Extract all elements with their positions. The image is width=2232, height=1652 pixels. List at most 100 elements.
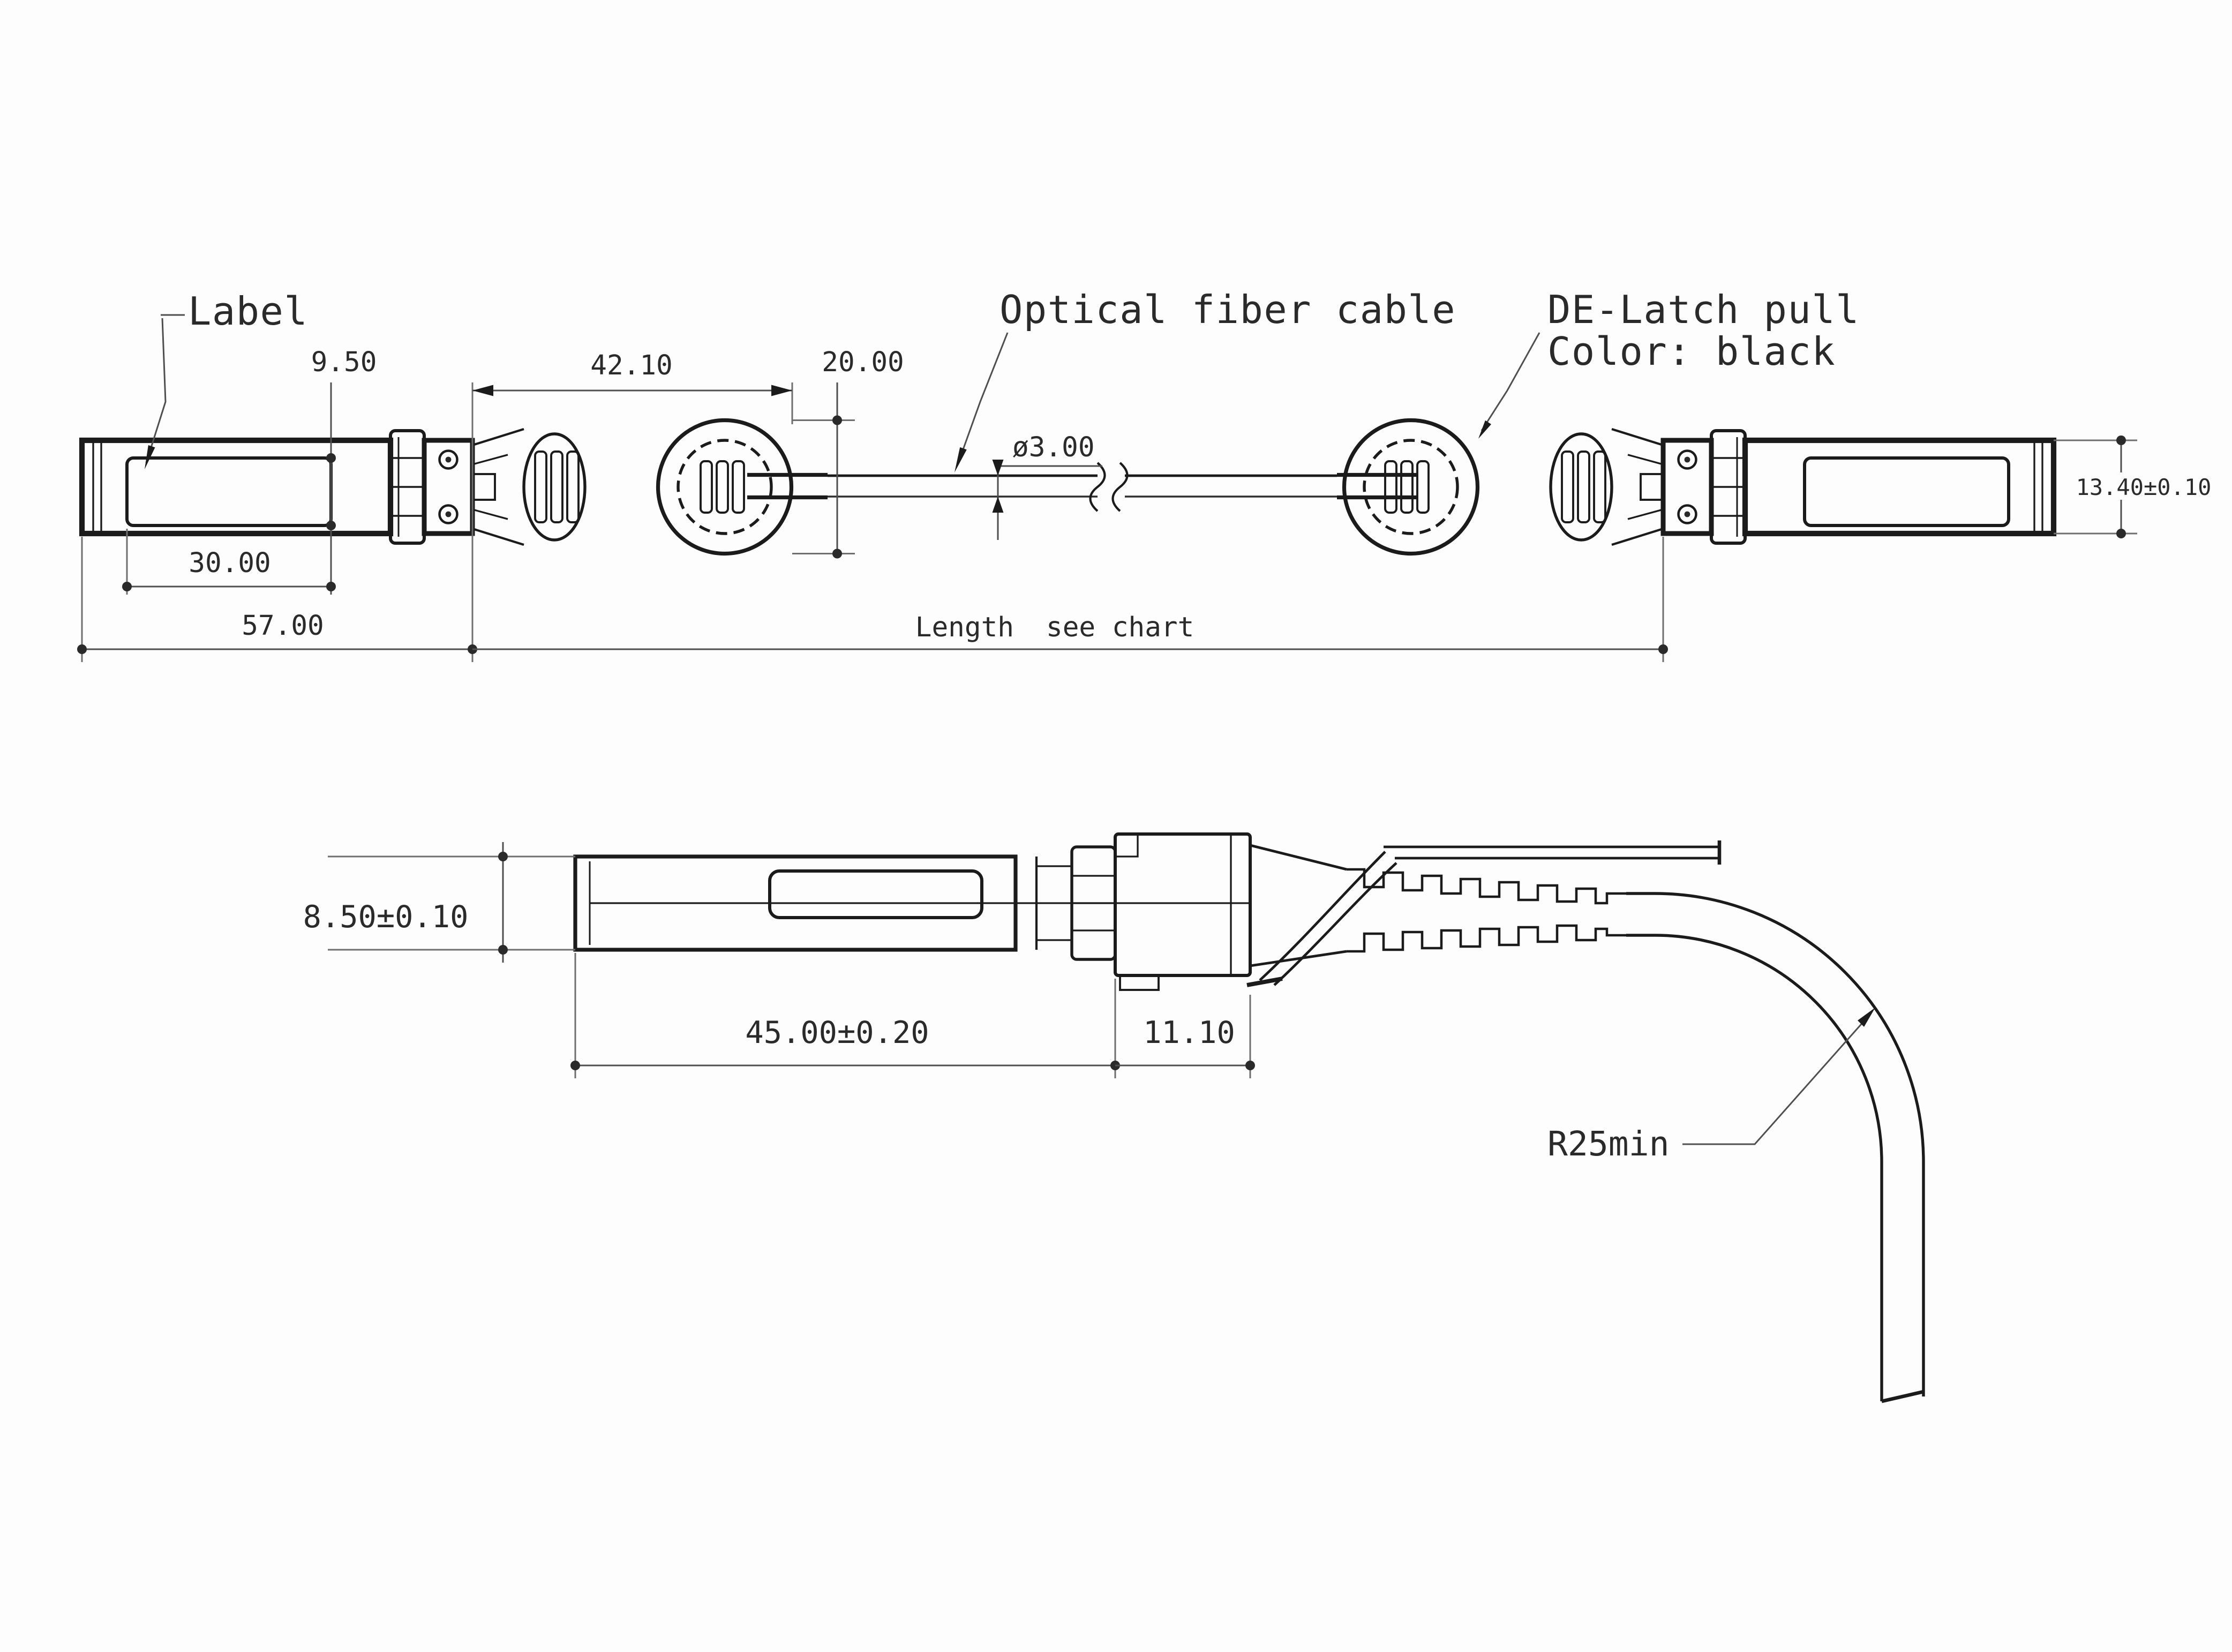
latch-taper-line (472, 427, 524, 447)
dim-terminator (832, 549, 842, 559)
crimp-bar (716, 460, 729, 514)
screw-icon (438, 449, 459, 470)
dim-latch-section-length: 11.10 (1115, 995, 1255, 1078)
dim-housing-height-text: 8.50±0.10 (303, 899, 469, 935)
leader-line (1481, 332, 1540, 431)
pull-tab-sweep (1259, 851, 1386, 981)
crimp-bar (534, 450, 547, 523)
dim-terminator (122, 582, 132, 591)
dim-terminator (498, 852, 508, 861)
dim-label-width: 30.00 (122, 529, 336, 595)
ribbed-collar (1710, 429, 1747, 545)
leader-arrow (1478, 420, 1491, 439)
latch-neck (471, 473, 496, 501)
callout-bend-radius: R25min (1547, 1008, 1875, 1163)
crimp-sleeve (1549, 432, 1613, 542)
top-view: 9.50 30.00 57.00 42.10 (77, 287, 2221, 662)
label-area (125, 456, 333, 527)
dim-label-height: 9.50 (311, 347, 377, 595)
dim-terminator (77, 644, 87, 654)
mounting-plate (422, 438, 475, 536)
screw-center (1684, 456, 1690, 463)
leader-arrow (145, 445, 155, 469)
plate-outline (1660, 438, 1714, 536)
side-connector-body (573, 845, 1117, 961)
dim-label-height-text: 9.50 (311, 347, 377, 378)
crimp-bar (550, 450, 563, 523)
dim-connector-height: 13.40±0.10 (2054, 435, 2221, 538)
dim-housing-length-text: 45.00±0.20 (745, 1015, 929, 1050)
dim-latch-section-length-text: 11.10 (1143, 1015, 1235, 1050)
latch-block-notch (1115, 834, 1139, 858)
side-view: 8.50±0.10 45.00±0.20 11.10 R25min (303, 832, 1925, 1403)
dim-label-width-text: 30.00 (189, 547, 271, 579)
boot-taper (1250, 844, 1347, 871)
dim-arrow (472, 385, 493, 396)
pull-ring-outer (1342, 418, 1480, 556)
leader-line (957, 332, 1009, 465)
dim-terminator (326, 521, 336, 530)
crimp-bar (1400, 460, 1414, 514)
boot-taper (1250, 950, 1347, 967)
callout-optical-fiber-cable: Optical fiber cable (955, 287, 1455, 472)
dim-connector-length-text: 57.00 (242, 610, 324, 642)
latch-taper-line (1611, 427, 1664, 447)
dim-cable-length-value: see chart (1046, 612, 1194, 643)
fiber-cable-top-view (747, 462, 1417, 512)
callout-label: Label (145, 289, 308, 469)
latch-taper-line (472, 527, 524, 546)
side-latch-block (1114, 832, 1252, 991)
pull-ring-inner (1363, 439, 1459, 535)
text-backing (2066, 472, 2221, 500)
dim-terminator (1658, 644, 1668, 654)
dim-terminator (2116, 435, 2126, 445)
callout-de-latch-line2: Color: black (1547, 329, 1836, 374)
crimp-bar (1561, 450, 1574, 523)
latch-neck (1640, 473, 1664, 501)
strain-relief-corrugation-top (1347, 868, 1626, 905)
dim-terminator (1245, 1061, 1255, 1070)
crimp-bar (1577, 450, 1590, 523)
screw-icon (1677, 504, 1697, 524)
latch-taper-line (1627, 454, 1664, 465)
latch-block-outline (1114, 832, 1252, 977)
dim-latch-length-text: 42.10 (590, 350, 673, 381)
strain-relief-corrugation-bottom (1347, 924, 1626, 953)
dim-terminator (832, 415, 842, 425)
callout-label-text: Label (188, 289, 308, 334)
cable-end-cap (1881, 1390, 1924, 1403)
dim-cable-length-label: Length (915, 612, 1014, 643)
callout-de-latch: DE-Latch pull Color: black (1478, 287, 1859, 439)
pull-ring-outer (656, 418, 794, 556)
dim-terminator (498, 945, 508, 955)
screw-center (1684, 511, 1690, 517)
dim-cable-diameter-text: ø3.00 (1012, 432, 1095, 463)
crimp-bar (732, 460, 745, 514)
side-label-area (768, 869, 983, 919)
cable-bend-inner (1626, 934, 1883, 1401)
dim-arrow (992, 460, 1004, 476)
leader-line (145, 318, 167, 463)
screw-center (445, 456, 452, 463)
latch-taper-line (1611, 527, 1664, 546)
leader-arrow (955, 447, 967, 472)
latch-taper-line (1627, 508, 1664, 520)
latch-taper-line (472, 508, 508, 520)
left-connector (79, 429, 475, 545)
pull-tab-sweep (1273, 862, 1397, 986)
dim-latch-length: 42.10 (472, 350, 793, 424)
dim-bend-radius-text: R25min (1547, 1124, 1670, 1163)
pull-ring-inner (677, 439, 773, 535)
screw-icon (1677, 449, 1697, 470)
dim-terminator (570, 1061, 580, 1070)
dim-pull-ring-height-text: 20.00 (822, 347, 904, 378)
dim-connector-height-text: 13.40±0.10 (2076, 474, 2212, 500)
mounting-plate (1660, 438, 1714, 536)
break-symbol (1089, 462, 1106, 512)
leader-line (1682, 1015, 1870, 1145)
right-latch-assembly (1342, 418, 1664, 556)
pull-tab-foot (1246, 977, 1283, 987)
crimp-bar (1384, 460, 1397, 514)
